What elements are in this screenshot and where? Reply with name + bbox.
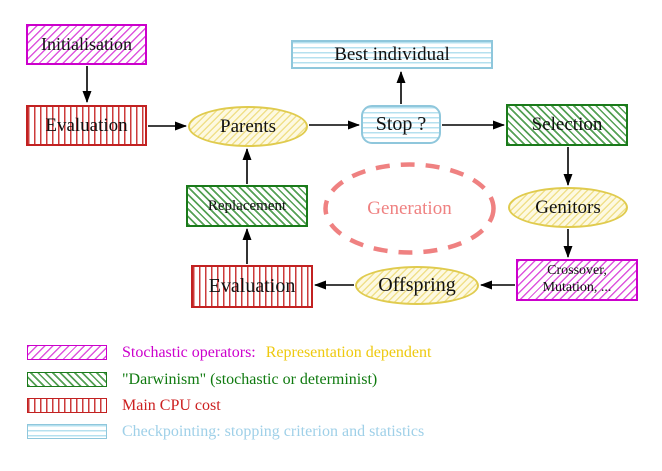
node-replacement-label: Replacement — [207, 197, 287, 214]
node-best-individual-label: Best individual — [334, 43, 450, 65]
node-genitors: Genitors — [508, 187, 628, 228]
node-crossover-mutation: Crossover, Mutation, ... — [516, 259, 638, 301]
legend-text-checkpointing: Checkpointing: stopping criterion and st… — [122, 422, 424, 441]
node-offspring-label: Offspring — [378, 274, 456, 296]
node-evaluation-bottom-label: Evaluation — [208, 275, 296, 297]
node-initialisation-label: Initialisation — [41, 34, 132, 54]
legend-swatch-stochastic-operators — [27, 345, 107, 360]
node-stop-label: Stop ? — [375, 113, 427, 135]
node-offspring: Offspring — [355, 266, 479, 305]
node-crossover-label-line1: Crossover, — [547, 263, 607, 279]
node-selection-label: Selection — [531, 114, 603, 135]
node-crossover-label-line2: Mutation, ... — [542, 280, 612, 295]
node-evaluation-top: Evaluation — [26, 105, 147, 146]
node-parents-label: Parents — [220, 115, 276, 137]
node-best-individual: Best individual — [291, 40, 493, 69]
node-stop: Stop ? — [361, 105, 441, 144]
generation-label: Generation — [323, 163, 496, 254]
node-genitors-label: Genitors — [535, 196, 601, 218]
node-evaluation-top-label: Evaluation — [45, 114, 128, 136]
legend-text-darwinism: "Darwinism" (stochastic or determinist) — [122, 370, 377, 389]
node-replacement: Replacement — [186, 185, 308, 227]
legend-checkpoint-label: Checkpointing: stopping criterion and st… — [122, 423, 425, 440]
legend-representation-dependent-label: Representation dependent — [265, 344, 432, 361]
legend-text-stochastic-operators: Stochastic operators: Representation depe… — [122, 343, 431, 362]
legend-swatch-checkpointing — [27, 424, 107, 439]
legend-text-cpu-cost: Main CPU cost — [122, 396, 221, 415]
generation-label-text: Generation — [367, 197, 452, 219]
node-initialisation: Initialisation — [26, 24, 147, 65]
legend-cpu-label: Main CPU cost — [122, 397, 221, 414]
legend-stochastic-label: Stochastic operators: — [122, 344, 256, 361]
node-evaluation-bottom: Evaluation — [191, 265, 313, 308]
node-selection: Selection — [506, 104, 628, 146]
legend-swatch-cpu-cost — [27, 398, 107, 413]
legend-darwinism-label: "Darwinism" (stochastic or determinist) — [122, 371, 378, 388]
legend-swatch-darwinism — [27, 372, 107, 387]
node-parents: Parents — [188, 106, 308, 147]
